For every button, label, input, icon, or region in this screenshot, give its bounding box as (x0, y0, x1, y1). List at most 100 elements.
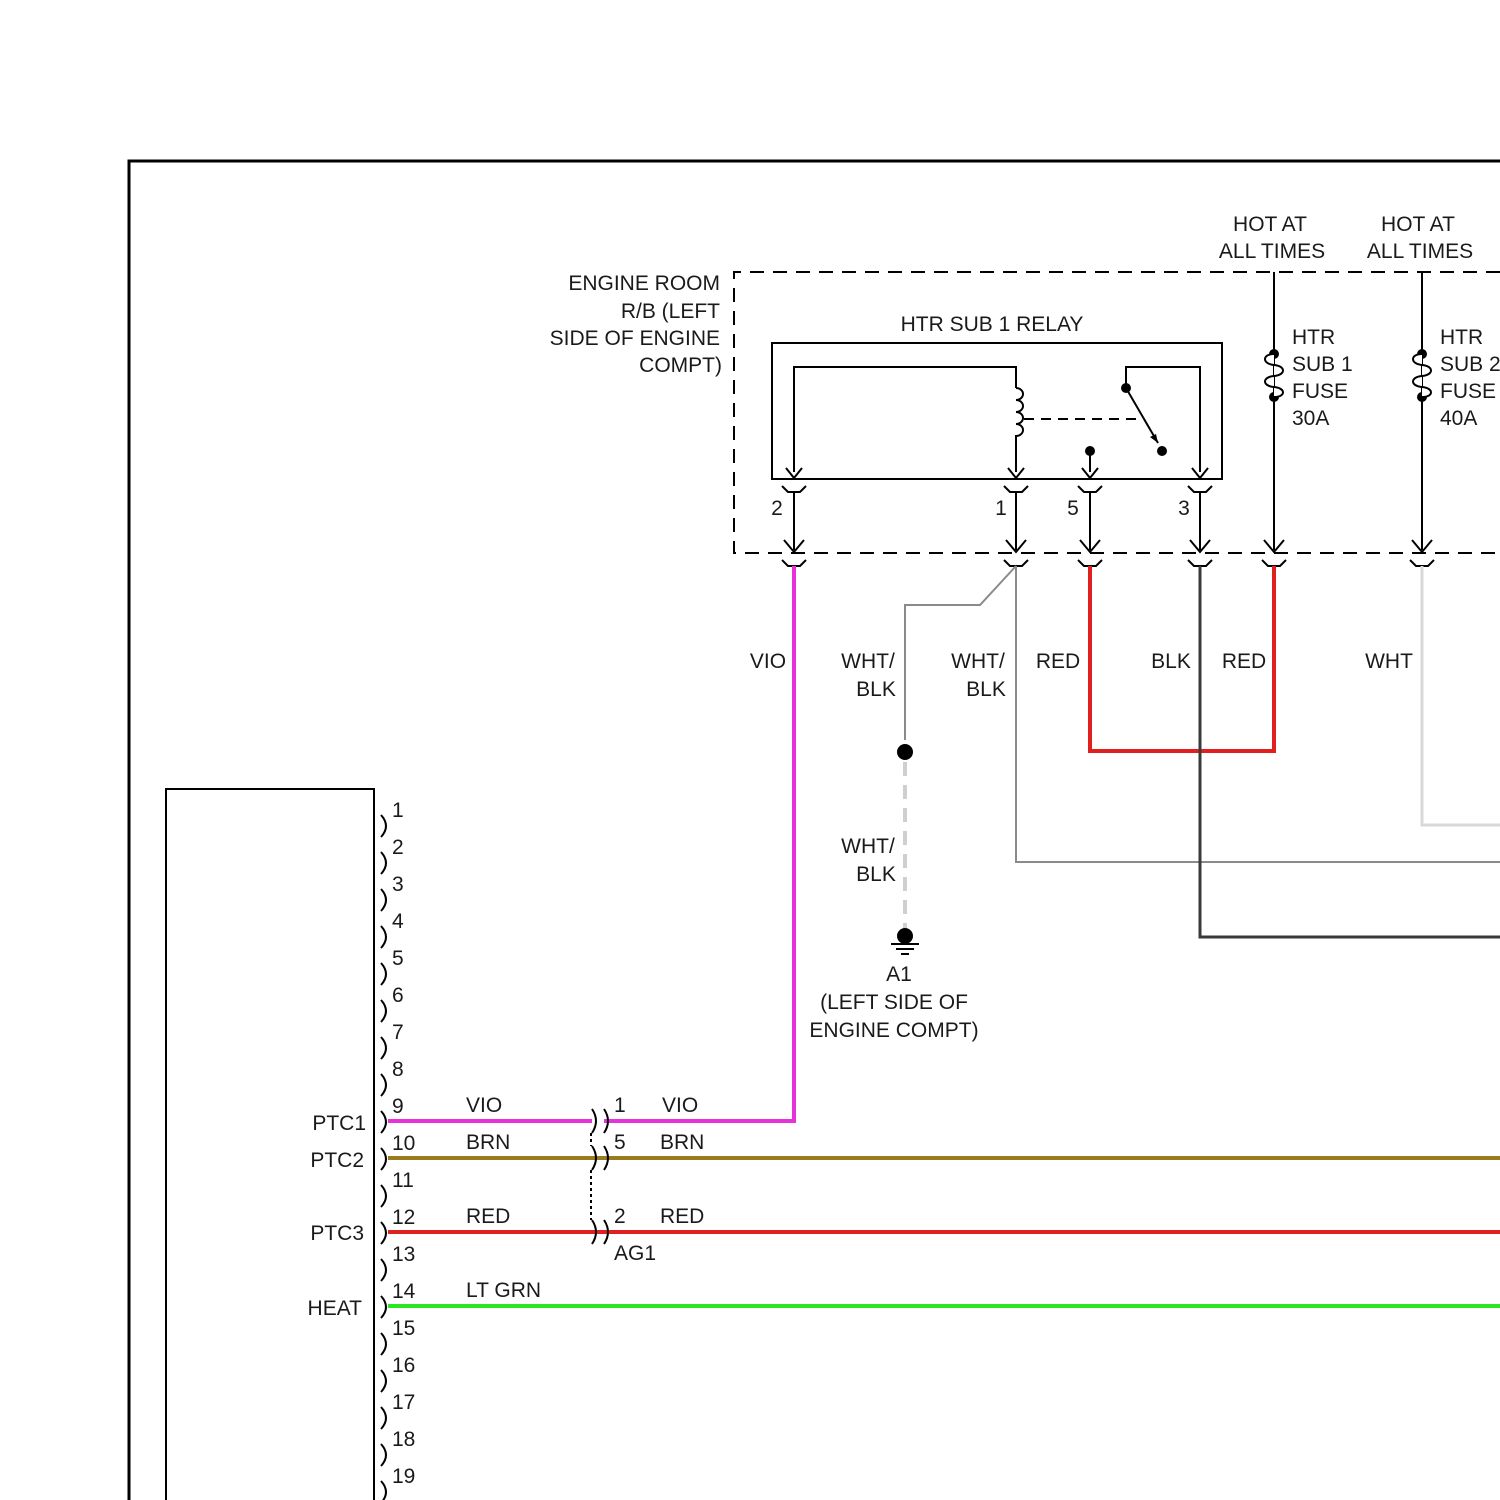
wire-label-whtblk: BLK (856, 678, 896, 701)
ecu-signal-heat: HEAT (308, 1297, 363, 1320)
svg-text:40A: 40A (1440, 407, 1477, 430)
relay-switch-arm-icon (1126, 388, 1158, 443)
wire-label-wht: WHT (1365, 650, 1413, 673)
wire-label-red: RED (1036, 650, 1080, 673)
svg-text:HOT AT: HOT AT (1233, 213, 1307, 236)
svg-text:30A: 30A (1292, 407, 1329, 430)
relay-switch-contact (1157, 446, 1167, 456)
wire-label-red: RED (1222, 650, 1266, 673)
svg-text:FUSE: FUSE (1440, 380, 1496, 403)
ecu-pin-connector (381, 963, 386, 985)
svg-text:SUB 1: SUB 1 (1292, 353, 1353, 376)
rb-label-line: ENGINE ROOM (568, 272, 720, 295)
ecu-pin-label: 1 (392, 799, 404, 822)
wire-wht (1422, 566, 1500, 825)
svg-text:HTR: HTR (1440, 326, 1483, 349)
wire-label-red: RED (660, 1205, 704, 1228)
ecu-pin-label: 6 (392, 984, 404, 1007)
wire-label-vio: VIO (750, 650, 786, 673)
svg-text:HOT AT: HOT AT (1381, 213, 1455, 236)
relay-pin-label: 5 (1067, 497, 1079, 520)
relay-switch-arrow-icon (1150, 434, 1158, 443)
ecu-body (166, 789, 374, 1500)
svg-text:ALL TIMES: ALL TIMES (1367, 240, 1473, 263)
ecu-pin-connector (381, 1074, 386, 1096)
ecu-pin-connector (381, 1148, 386, 1170)
ecu-pin-connector (381, 889, 386, 911)
ecu-pin-label: 7 (392, 1021, 404, 1044)
power-feed-2: HOT AT ALL TIMES HTR SUB 2 FUSE 40A (1367, 213, 1500, 552)
relay-switch-wiring (1126, 367, 1200, 472)
relay-title: HTR SUB 1 RELAY (901, 313, 1084, 336)
wire-label-vio: VIO (466, 1094, 502, 1117)
ecu-pin-label: 4 (392, 910, 404, 933)
fuse-icon (1265, 354, 1283, 397)
ecu-pin-connector (381, 1370, 386, 1392)
ecu-pin-connector (381, 1259, 386, 1281)
wire-label-vio: VIO (662, 1094, 698, 1117)
svg-text:ALL TIMES: ALL TIMES (1219, 240, 1325, 263)
relay-pin-label: 1 (995, 497, 1007, 520)
ecu-pin-label: 12 (392, 1206, 415, 1229)
ecu-pin-connector (381, 1444, 386, 1466)
ground-icon (891, 944, 919, 954)
ground-code: A1 (886, 963, 912, 986)
wire-label-whtblk: BLK (856, 863, 896, 886)
ecu-pin-connector (381, 1111, 386, 1133)
wire-label-blk: BLK (1151, 650, 1191, 673)
ecu-pin-label: 9 (392, 1095, 404, 1118)
junction-pin-label: 1 (614, 1094, 626, 1117)
ecu-pin-label: 2 (392, 836, 404, 859)
ecu-pin-connector (381, 1407, 386, 1429)
ecu-pin-label: 16 (392, 1354, 415, 1377)
wire-label-brn: BRN (660, 1131, 704, 1154)
ecu-pin-label: 11 (392, 1169, 414, 1192)
ecu-signal-ptc3: PTC3 (310, 1222, 364, 1245)
rb-label-line: R/B (LEFT (621, 300, 720, 323)
fuse-icon (1413, 354, 1431, 397)
ecu-pin-label: 17 (392, 1391, 415, 1414)
ecu-pin-label: 10 (392, 1132, 415, 1155)
junction-connector-label: AG1 (614, 1242, 656, 1265)
ecu-pin-label: 19 (392, 1465, 415, 1488)
ecu-pin-label: 8 (392, 1058, 404, 1081)
junction-pin-label: 2 (614, 1205, 626, 1228)
ecu-signal-ptc2: PTC2 (310, 1149, 364, 1172)
relay-terminal-arrows (786, 468, 1208, 478)
ecu-pin-label: 14 (392, 1280, 416, 1303)
ecu-pin-connector (381, 1222, 386, 1244)
junction-connector-ag1 (591, 1109, 608, 1244)
ecu-pin-connector (381, 1000, 386, 1022)
ecu-pin-connector (381, 815, 386, 837)
wire-label-red: RED (466, 1205, 510, 1228)
relay-body (772, 343, 1222, 479)
svg-text:FUSE: FUSE (1292, 380, 1348, 403)
wire-label-ltgrn: LT GRN (466, 1279, 541, 1302)
ecu-pin-label: 13 (392, 1243, 415, 1266)
splice-point (897, 744, 913, 760)
wire-label-brn: BRN (466, 1131, 510, 1154)
ground-location: (LEFT SIDE OF (820, 991, 968, 1014)
ecu-pin-connector (381, 1481, 386, 1500)
relay-pin-label: 2 (771, 497, 783, 520)
engine-room-rb-label: ENGINE ROOM R/B (LEFT SIDE OF ENGINE COM… (550, 272, 722, 377)
ecu-pin-label: 18 (392, 1428, 415, 1451)
wire-label-whtblk: WHT/ (841, 650, 895, 673)
ecu-pin-connector (381, 1296, 386, 1318)
wire-label-whtblk: WHT/ (841, 835, 895, 858)
junction-pin-label: 5 (614, 1131, 626, 1154)
ecu-pin-connector (381, 1185, 386, 1207)
svg-text:HTR: HTR (1292, 326, 1335, 349)
rb-label-line: SIDE OF ENGINE (550, 327, 720, 350)
ecu-pin-label: 15 (392, 1317, 415, 1340)
ecu-pin-connector (381, 926, 386, 948)
ground-point (897, 928, 913, 944)
svg-text:SUB 2: SUB 2 (1440, 353, 1500, 376)
ecu-signal-ptc1: PTC1 (312, 1112, 366, 1135)
rb-harness-connectors (782, 560, 1434, 566)
rb-label-line: COMPT) (639, 354, 722, 377)
ground-location: ENGINE COMPT) (809, 1019, 978, 1042)
relay-coil-wiring (794, 367, 1016, 472)
